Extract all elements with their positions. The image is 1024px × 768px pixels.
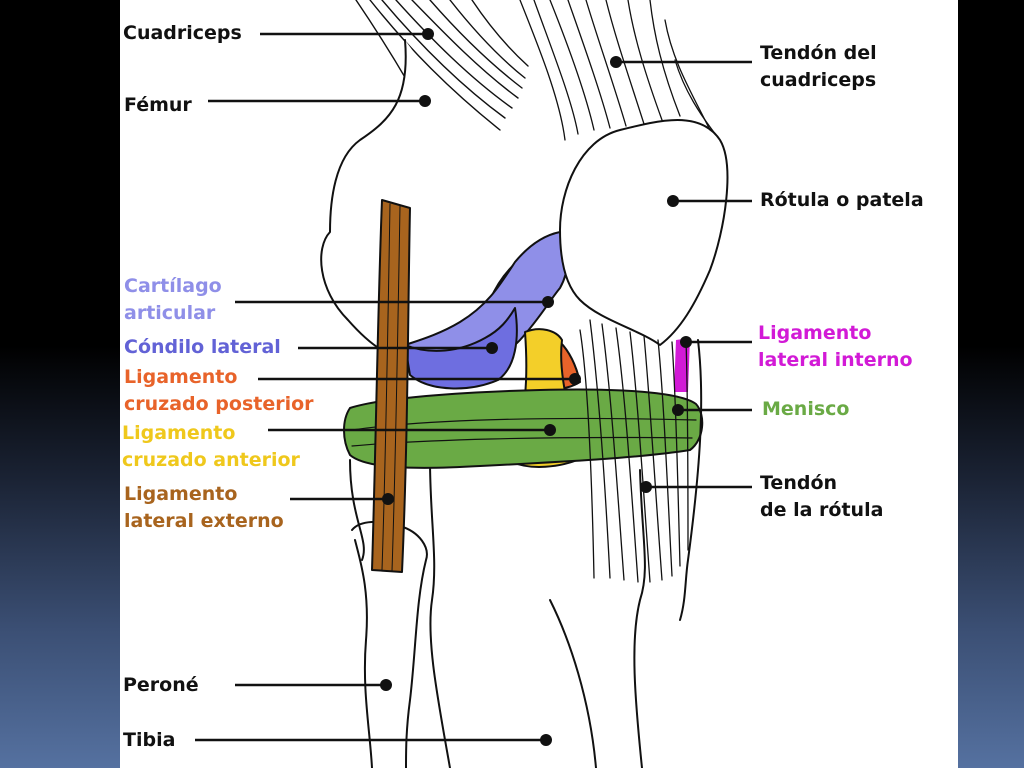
label-articular-cartilage: Cartílago articular — [124, 275, 222, 324]
knee-anatomy-diagram — [195, 0, 752, 768]
label-lateral-external: Ligamento lateral externo — [124, 483, 284, 532]
label-quadriceps: Cuadriceps — [123, 22, 242, 44]
label-lateral-condyle: Cóndilo lateral — [124, 336, 281, 358]
label-meniscus: Menisco — [762, 398, 850, 420]
tibia-shaft — [549, 599, 597, 768]
quadriceps-muscle — [355, 0, 529, 161]
patellar-tendon — [579, 319, 689, 583]
label-patella: Rótula o patela — [760, 189, 924, 211]
slide: Cuadriceps Fémur Tendón del cuadriceps R… — [120, 0, 958, 768]
leader-lines — [195, 32, 752, 742]
label-femur: Fémur — [124, 94, 192, 116]
label-anterior-cruciate: Ligamento cruzado anterior — [122, 422, 300, 471]
label-posterior-cruciate: Ligamento cruzado posterior — [124, 366, 314, 415]
quadriceps-tendon — [519, 0, 721, 141]
meniscus — [343, 388, 704, 469]
label-fibula: Peroné — [123, 674, 199, 696]
label-tibia: Tibia — [123, 729, 176, 751]
label-lateral-internal: Ligamento lateral interno — [758, 322, 913, 371]
label-patellar-tendon: Tendón de la rótula — [760, 472, 884, 521]
lateral-external-ligament — [371, 199, 411, 573]
leader-dots — [380, 28, 692, 746]
patella — [559, 119, 729, 346]
label-quadriceps-tendon: Tendón del cuadriceps — [760, 42, 877, 91]
